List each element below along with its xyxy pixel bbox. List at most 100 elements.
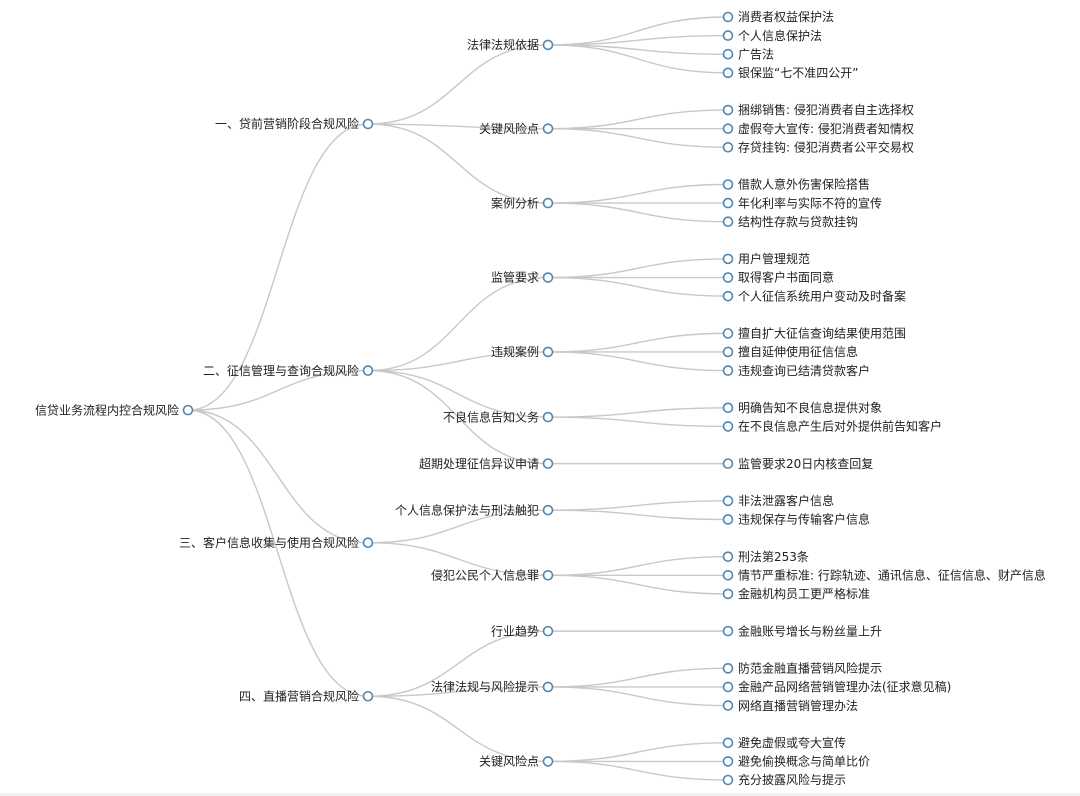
node-toggle-circle[interactable] [722, 272, 734, 283]
leaf-node[interactable]: 防范金融直播营销风险提示 [722, 661, 883, 676]
node-toggle-circle[interactable] [542, 504, 554, 516]
leaf-node[interactable]: 避免偷换概念与简单比价 [722, 754, 871, 769]
leaf-node[interactable]: 明确告知不良信息提供对象 [722, 400, 883, 415]
node-toggle-circle[interactable] [722, 141, 734, 153]
leaf-node[interactable]: 金融账号增长与粉丝量上升 [722, 623, 883, 638]
node-toggle-circle[interactable] [722, 737, 734, 749]
node-toggle-circle[interactable] [722, 197, 734, 209]
node-toggle-circle[interactable] [542, 123, 554, 134]
leaf-node[interactable]: 虚假夸大宣传: 侵犯消费者知情权 [722, 121, 914, 136]
root-node[interactable]: 信贷业务流程内控合规风险 [35, 402, 194, 417]
node-toggle-circle[interactable] [722, 700, 734, 711]
leaf-node[interactable]: 消费者权益保护法 [722, 10, 835, 24]
node-toggle-circle[interactable] [722, 123, 734, 134]
node-label: 避免偷换概念与简单比价 [738, 754, 870, 769]
node-toggle-circle[interactable] [722, 11, 734, 23]
node-toggle-circle[interactable] [542, 411, 554, 423]
subbranch-node[interactable]: 关键风险点 [479, 754, 554, 769]
node-toggle-circle[interactable] [722, 179, 734, 190]
leaf-node[interactable]: 结构性存款与贷款挂钩 [722, 214, 859, 229]
leaf-node[interactable]: 年化利率与实际不符的宣传 [722, 195, 883, 210]
node-toggle-circle[interactable] [722, 328, 734, 339]
subbranch-node[interactable]: 法律法规依据 [467, 37, 554, 52]
subbranch-node[interactable]: 违规案例 [491, 344, 554, 359]
leaf-node[interactable]: 擅自扩大征信查询结果使用范围 [722, 326, 907, 341]
subbranch-node[interactable]: 超期处理征信异议申请 [419, 456, 554, 471]
subbranch-node[interactable]: 关键风险点 [479, 121, 554, 136]
leaf-node[interactable]: 金融产品网络营销管理办法(征求意见稿) [722, 679, 952, 694]
leaf-node[interactable]: 非法泄露客户信息 [722, 493, 835, 508]
subbranch-node[interactable]: 案例分析 [491, 195, 554, 210]
leaf-node[interactable]: 刑法第253条 [722, 550, 809, 564]
node-toggle-circle[interactable] [722, 663, 734, 674]
node-toggle-circle[interactable] [362, 365, 374, 376]
node-toggle-circle[interactable] [722, 365, 734, 376]
leaf-node[interactable]: 用户管理规范 [722, 251, 811, 266]
node-toggle-circle[interactable] [722, 104, 734, 116]
node-toggle-circle[interactable] [722, 421, 734, 432]
leaf-node[interactable]: 金融机构员工更严格标准 [722, 586, 871, 601]
node-toggle-circle[interactable] [722, 290, 734, 302]
subbranch-node[interactable]: 法律法规与风险提示 [431, 679, 554, 694]
leaf-node[interactable]: 银保监“七不准四公开” [722, 66, 859, 80]
leaf-node[interactable]: 广告法 [722, 47, 775, 61]
leaf-node[interactable]: 存贷挂钩: 侵犯消费者公平交易权 [722, 139, 914, 154]
leaf-node[interactable]: 监管要求20日内核查回复 [722, 456, 874, 471]
leaf-node[interactable]: 借款人意外伤害保险搭售 [722, 177, 871, 192]
node-toggle-circle[interactable] [722, 681, 734, 693]
node-toggle-circle[interactable] [542, 197, 554, 209]
node-toggle-circle[interactable] [542, 625, 554, 637]
node-toggle-circle[interactable] [722, 625, 734, 637]
leaf-node[interactable]: 擅自延伸使用征信信息 [722, 344, 859, 359]
node-toggle-circle[interactable] [722, 458, 734, 469]
node-toggle-circle[interactable] [722, 495, 734, 507]
leaf-node[interactable]: 避免虚假或夸大宣传 [722, 735, 847, 750]
branch-node[interactable]: 三、客户信息收集与使用合规风险 [179, 535, 374, 550]
node-toggle-circle[interactable] [362, 537, 374, 549]
node-toggle-circle[interactable] [722, 346, 734, 358]
leaf-node[interactable]: 在不良信息产生后对外提供前告知客户 [722, 419, 943, 434]
node-toggle-circle[interactable] [722, 216, 734, 228]
node-toggle-circle[interactable] [542, 346, 554, 358]
leaf-node[interactable]: 个人信息保护法 [722, 28, 823, 43]
node-toggle-circle[interactable] [722, 402, 734, 414]
node-label: 法律法规与风险提示 [431, 679, 539, 694]
subbranch-node[interactable]: 行业趋势 [491, 624, 554, 638]
node-toggle-circle[interactable] [722, 756, 734, 767]
branch-node[interactable]: 二、征信管理与查询合规风险 [203, 363, 374, 378]
subbranch-node[interactable]: 个人信息保护法与刑法触犯 [395, 502, 554, 517]
node-toggle-circle[interactable] [722, 514, 734, 525]
node-toggle-circle[interactable] [542, 458, 554, 469]
node-toggle-circle[interactable] [182, 404, 194, 416]
node-toggle-circle[interactable] [722, 253, 734, 265]
node-toggle-circle[interactable] [722, 67, 734, 79]
leaf-node[interactable]: 违规查询已结清贷款客户 [722, 363, 871, 378]
leaf-node[interactable]: 违规保存与传输客户信息 [722, 512, 871, 527]
leaf-node[interactable]: 捆绑销售: 侵犯消费者自主选择权 [722, 102, 914, 117]
node-toggle-circle[interactable] [722, 588, 734, 600]
node-label: 充分披露风险与提示 [738, 772, 846, 787]
node-toggle-circle[interactable] [542, 681, 554, 693]
subbranch-node[interactable]: 不良信息告知义务 [443, 409, 554, 424]
node-toggle-circle[interactable] [722, 774, 734, 786]
subbranch-node[interactable]: 监管要求 [491, 270, 554, 285]
node-toggle-circle[interactable] [722, 48, 734, 60]
leaf-node[interactable]: 充分披露风险与提示 [722, 772, 847, 787]
node-toggle-circle[interactable] [722, 569, 734, 581]
node-toggle-circle[interactable] [722, 551, 734, 562]
node-toggle-circle[interactable] [542, 39, 554, 51]
leaf-node[interactable]: 个人征信系统用户变动及时备案 [722, 288, 907, 303]
leaf-node[interactable]: 取得客户书面同意 [722, 270, 835, 285]
node-toggle-circle[interactable] [542, 756, 554, 767]
branch-node[interactable]: 四、直播营销合规风险 [239, 688, 374, 703]
node-toggle-circle[interactable] [542, 272, 554, 283]
node-toggle-circle[interactable] [362, 118, 374, 130]
node-toggle-circle[interactable] [542, 569, 554, 581]
leaf-node[interactable]: 情节严重标准: 行踪轨迹、通讯信息、征信信息、财产信息 [722, 567, 1046, 582]
node-toggle-circle[interactable] [722, 30, 734, 41]
leaf-node[interactable]: 网络直播营销管理办法 [722, 698, 859, 713]
node-toggle-circle[interactable] [362, 690, 374, 702]
branch-node[interactable]: 一、贷前营销阶段合规风险 [215, 116, 374, 131]
subbranch-node[interactable]: 侵犯公民个人信息罪 [431, 567, 554, 582]
